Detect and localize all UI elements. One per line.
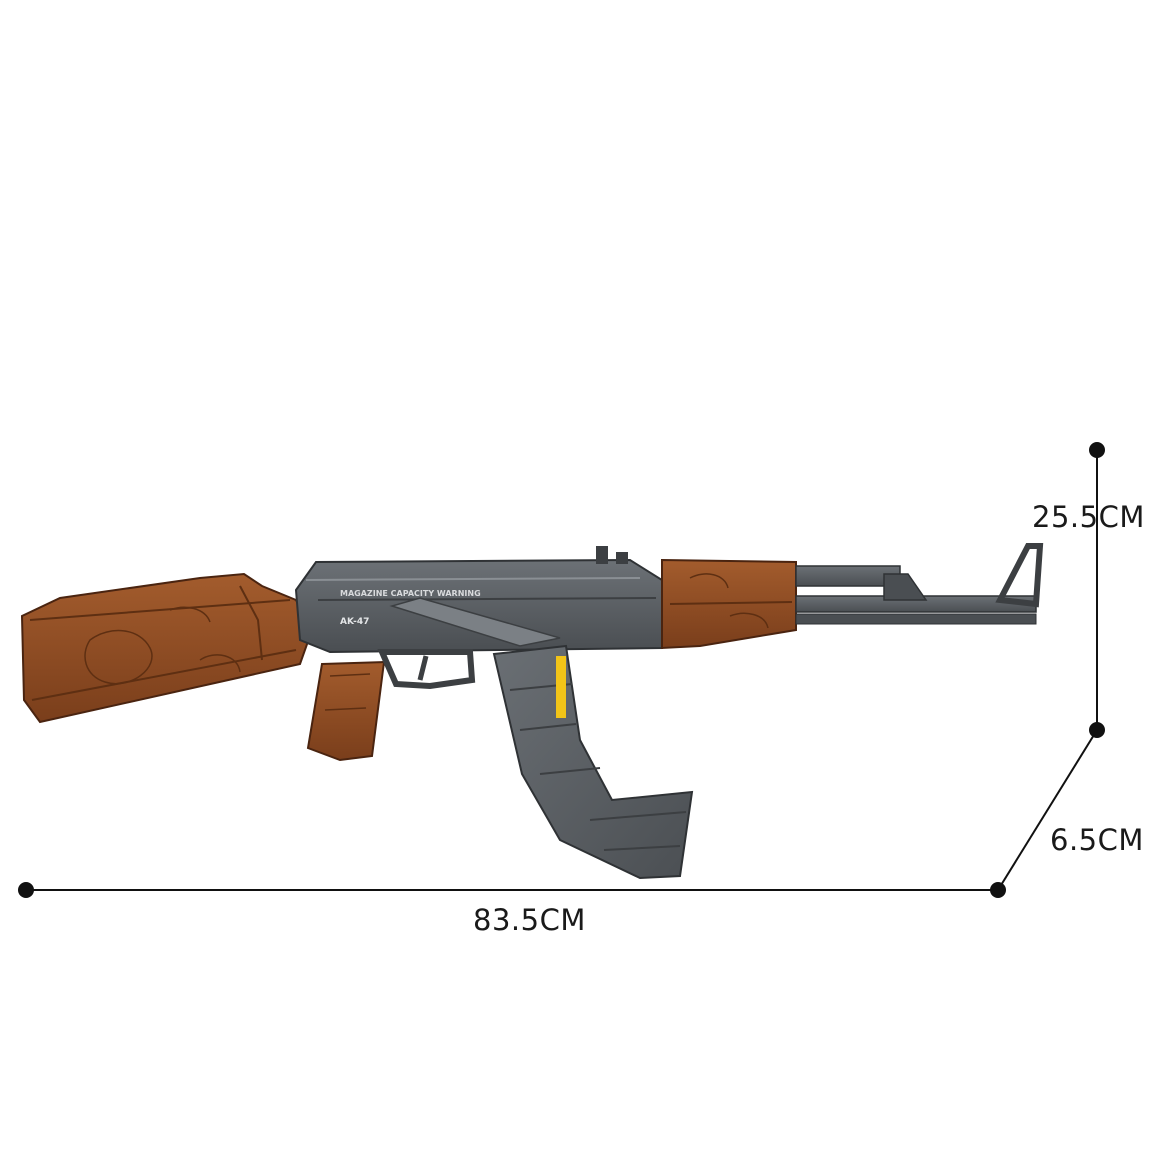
rifle-model: MAGAZINE CAPACITY WARNING AK-47 <box>20 543 1044 880</box>
length-label: 83.5CM <box>473 903 586 937</box>
barrel-assembly <box>795 543 1044 625</box>
magazine-accent <box>556 656 566 718</box>
depth-label: 6.5CM <box>1050 823 1144 857</box>
pistol-grip <box>306 660 386 762</box>
model-marking: AK-47 <box>340 617 369 627</box>
stock <box>20 572 314 724</box>
depth-dimension-line <box>997 729 1098 891</box>
magazine <box>492 644 694 880</box>
length-left-marker <box>18 882 34 898</box>
handguard <box>661 558 797 650</box>
receiver-marking: MAGAZINE CAPACITY WARNING <box>340 589 481 598</box>
receiver: MAGAZINE CAPACITY WARNING AK-47 <box>294 546 663 654</box>
height-label: 25.5CM <box>1032 500 1145 534</box>
height-top-marker <box>1089 442 1105 458</box>
trigger-guard <box>377 649 476 690</box>
dimension-annotations <box>18 442 1105 898</box>
